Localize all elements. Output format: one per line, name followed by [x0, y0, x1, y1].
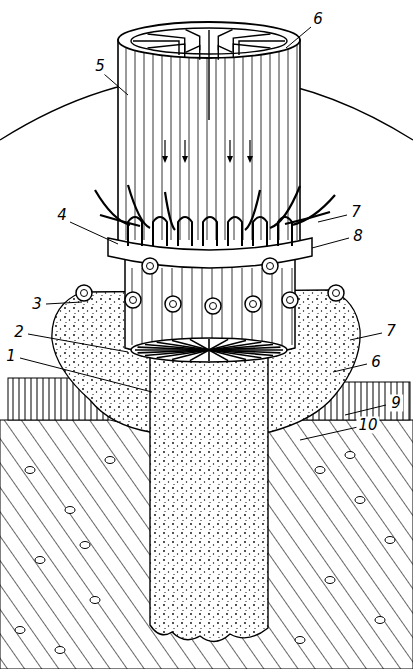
bolts	[76, 258, 344, 314]
flow-arrows	[162, 140, 253, 163]
collar-ring	[108, 238, 312, 268]
callout-number: 3	[30, 296, 44, 313]
callout-number: 7	[384, 323, 398, 340]
callout-number: 10	[356, 417, 379, 434]
callout-number: 1	[4, 348, 18, 365]
lower-body-ribs	[132, 268, 292, 345]
grate-slots	[135, 339, 283, 361]
callout-number: 9	[389, 395, 403, 412]
inner-fins	[133, 30, 285, 120]
pile-column	[150, 355, 268, 642]
callout-number: 6	[369, 354, 383, 371]
grate	[131, 338, 287, 362]
callout-number: 5	[93, 58, 107, 75]
outlet-pipes	[95, 185, 335, 230]
callout-number: 8	[351, 228, 365, 245]
callout-number: 7	[349, 204, 363, 221]
leader-lines	[20, 27, 386, 440]
callout-number: 6	[311, 11, 325, 28]
callout-number: 4	[55, 207, 69, 224]
tube-ribs	[126, 45, 297, 240]
hooks	[128, 217, 292, 246]
callout-number: 2	[12, 324, 26, 341]
